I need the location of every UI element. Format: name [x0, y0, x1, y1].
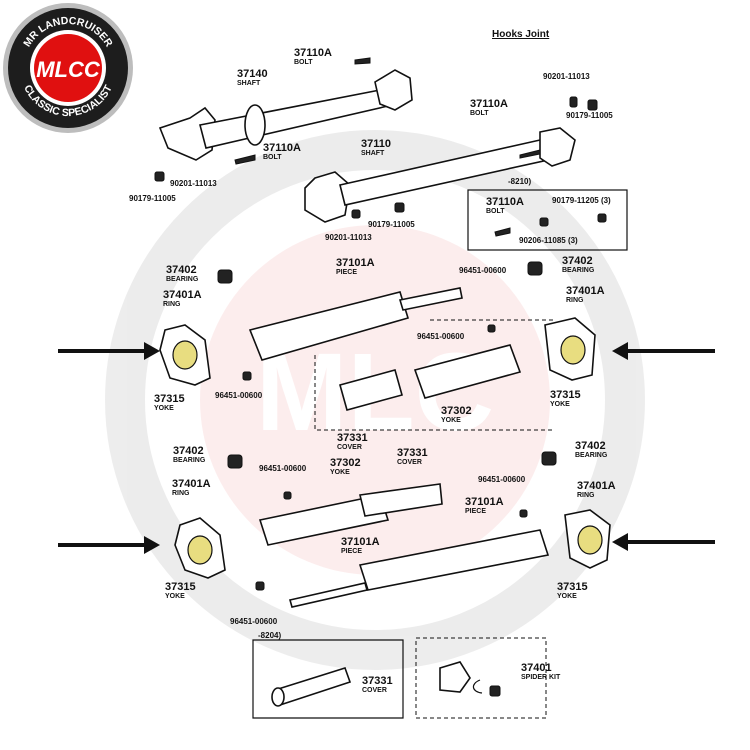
highlighted-bearing-cup: [172, 340, 198, 370]
part-name-label: RING: [163, 301, 181, 308]
part-name-label: YOKE: [165, 593, 185, 600]
part-number-label: 37110A: [294, 47, 332, 59]
part-number-label: 37110A: [470, 98, 508, 110]
inset-box-8204: [252, 639, 404, 719]
inset-box-8210: [467, 189, 628, 251]
part-name-label: BOLT: [486, 208, 505, 215]
part-number-label: 90201-11013: [170, 179, 217, 188]
part-name-label: BOLT: [263, 154, 282, 161]
part-name-label: SPIDER KIT: [521, 674, 561, 681]
part-number-label: 96451-00600: [417, 332, 465, 341]
part-number-label: 90179-11005: [129, 194, 176, 203]
part-number-label: -8210): [508, 177, 531, 186]
part-number-label: 37402: [173, 445, 204, 457]
part-name-label: RING: [172, 490, 190, 497]
part-number-label: 90201-11013: [325, 233, 372, 242]
part-number-label: 96451-00600: [259, 464, 307, 473]
part-number-label: 96451-00600: [478, 475, 526, 484]
driveshaft-assembly-c: [159, 261, 596, 431]
part-number-label: 37315: [154, 393, 185, 405]
part-number-label: 37315: [550, 389, 581, 401]
part-name-label: YOKE: [550, 401, 570, 408]
part-name-label: COVER: [397, 459, 422, 466]
part-number-label: 37331: [397, 447, 428, 459]
part-name-label: YOKE: [557, 593, 577, 600]
part-name-label: PIECE: [341, 548, 362, 555]
part-number-label: 37302: [330, 457, 361, 469]
part-number-label: 90179-11005: [566, 111, 613, 120]
bolt-icon: [154, 57, 598, 182]
arrow-icon: [612, 342, 715, 360]
part-number-label: 37101A: [341, 536, 380, 548]
highlighted-bearing-cup: [560, 335, 586, 365]
part-number-label: 37331: [337, 432, 368, 444]
arrow-icon: [58, 536, 160, 554]
part-number-label: 37315: [165, 581, 196, 593]
part-name-label: SHAFT: [361, 150, 385, 157]
logo-mark: MLCC: [36, 57, 101, 82]
part-name-label: BEARING: [575, 452, 608, 459]
part-name-label: BOLT: [470, 110, 489, 117]
part-number-label: 37110A: [263, 142, 301, 154]
highlighted-bearing-cup: [577, 525, 603, 555]
part-name-label: YOKE: [330, 469, 350, 476]
part-name-label: RING: [566, 297, 584, 304]
part-number-label: 96451-00600: [230, 617, 278, 626]
part-number-label: 96451-00600: [215, 391, 263, 400]
part-number-label: 37101A: [465, 496, 504, 508]
driveshaft-assembly-d: [174, 451, 611, 608]
part-name-label: BEARING: [173, 457, 206, 464]
part-name-label: PIECE: [336, 269, 357, 276]
part-number-label: 37110: [361, 138, 391, 150]
part-name-label: BOLT: [294, 59, 313, 66]
part-number-label: 37401A: [163, 289, 202, 301]
part-name-label: YOKE: [441, 417, 461, 424]
bolt-icon: [494, 213, 607, 237]
part-name-label: PIECE: [465, 508, 486, 515]
part-number-label: 37101A: [336, 257, 375, 269]
part-number-label: 37110A: [486, 196, 524, 208]
part-number-label: 37401A: [577, 480, 616, 492]
part-name-label: YOKE: [154, 405, 174, 412]
part-number-label: 37401: [521, 662, 552, 674]
highlighted-bearing-cup: [187, 535, 213, 565]
part-name-label: SHAFT: [237, 80, 261, 87]
part-number-label: 90179-11005: [368, 220, 415, 229]
cover-37331-inset: [271, 667, 352, 707]
part-number-label: 37140: [237, 68, 268, 80]
part-number-label: 37302: [441, 405, 472, 417]
arrow-icon: [58, 342, 160, 360]
part-number-label: 37401A: [172, 478, 211, 490]
part-name-label: BEARING: [562, 267, 595, 274]
part-name-label: RING: [577, 492, 595, 499]
spider-kit-icon: [439, 661, 501, 697]
shaft-37110: [304, 127, 576, 223]
part-number-label: 37331: [362, 675, 393, 687]
part-number-label: 90206-11085 (3): [519, 236, 578, 245]
part-name-label: COVER: [362, 687, 387, 694]
part-number-label: -8204): [258, 631, 281, 640]
part-name-label: BEARING: [166, 276, 199, 283]
part-labels: 37110ABOLT37140SHAFT37110ABOLT90201-1101…: [129, 47, 616, 694]
part-number-label: 90179-11205 (3): [552, 196, 611, 205]
part-number-label: 37402: [166, 264, 197, 276]
part-number-label: 90201-11013: [543, 72, 590, 81]
part-number-label: 37315: [557, 581, 588, 593]
part-number-label: 37401A: [566, 285, 605, 297]
shaft-37140: [158, 69, 413, 161]
brand-logo: MR LANDCRUISER CLASSIC SPECIALIST MLCC: [3, 3, 133, 133]
part-number-label: 96451-00600: [459, 266, 507, 275]
part-number-label: 37402: [575, 440, 606, 452]
arrow-icon: [612, 533, 715, 551]
part-number-label: 37402: [562, 255, 593, 267]
part-name-label: COVER: [337, 444, 362, 451]
diagram-title: Hooks Joint: [492, 29, 550, 40]
inset-box-spider-kit: [415, 637, 547, 719]
